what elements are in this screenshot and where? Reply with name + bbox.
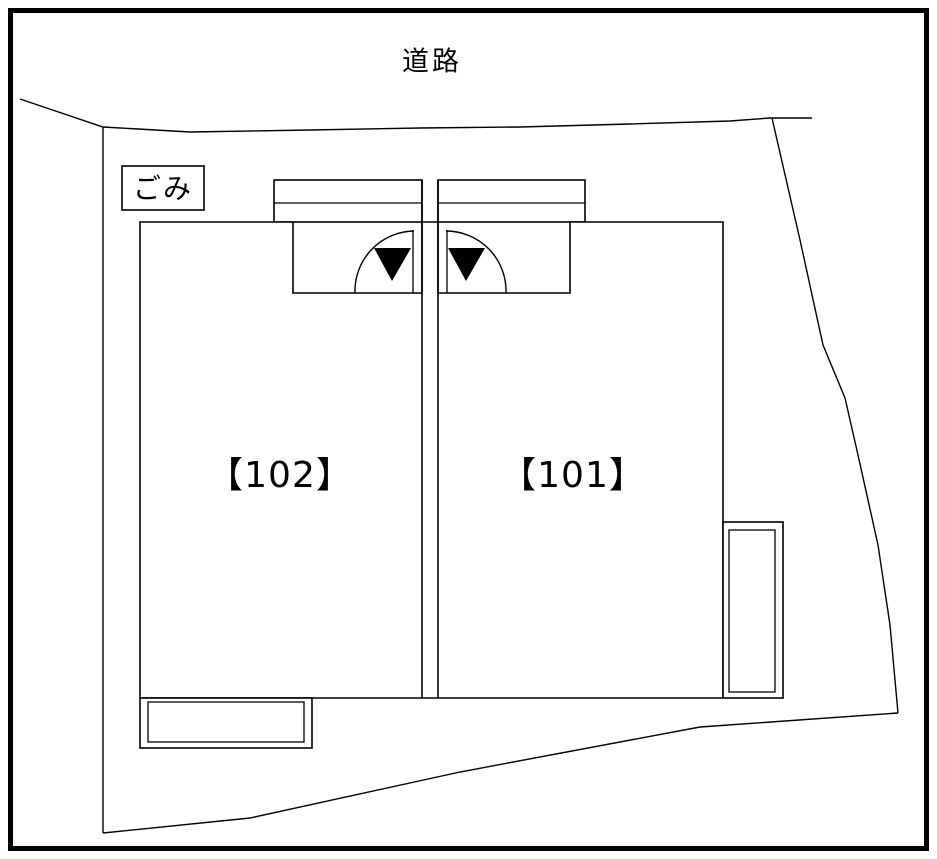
unit-label-102: 【102】 xyxy=(207,455,353,496)
door-swing-arc-102 xyxy=(354,230,415,294)
balcony-right xyxy=(722,521,784,699)
canopy-left-body xyxy=(273,179,423,223)
site-boundary-bottom xyxy=(102,712,899,834)
site-boundary-group xyxy=(19,98,899,834)
balcony-lower-left xyxy=(139,697,313,749)
balcony-lower-left-outer xyxy=(139,697,313,749)
garbage-area[interactable]: ごみ xyxy=(121,165,205,211)
party-wall xyxy=(421,180,439,698)
unit-label-101: 【101】 xyxy=(500,455,646,496)
balcony-right-inner xyxy=(728,529,776,693)
entrance-101[interactable] xyxy=(445,230,507,294)
door-swing-arc-101 xyxy=(445,230,507,294)
entrance-102[interactable] xyxy=(354,230,415,294)
garbage-label: ごみ xyxy=(133,172,193,205)
balcony-right-outer xyxy=(722,521,784,699)
site-boundary-right xyxy=(771,117,899,714)
canopy-left xyxy=(273,179,423,223)
canopy-right xyxy=(437,179,586,223)
entrance-direction-triangle-102 xyxy=(374,248,411,281)
site-boundary-top xyxy=(19,98,812,133)
balcony-lower-left-inner xyxy=(147,701,305,743)
road-label: 道路 xyxy=(402,47,462,78)
canopy-right-body xyxy=(437,179,586,223)
entrance-direction-triangle-101 xyxy=(448,248,485,281)
garbage-box xyxy=(121,165,205,211)
